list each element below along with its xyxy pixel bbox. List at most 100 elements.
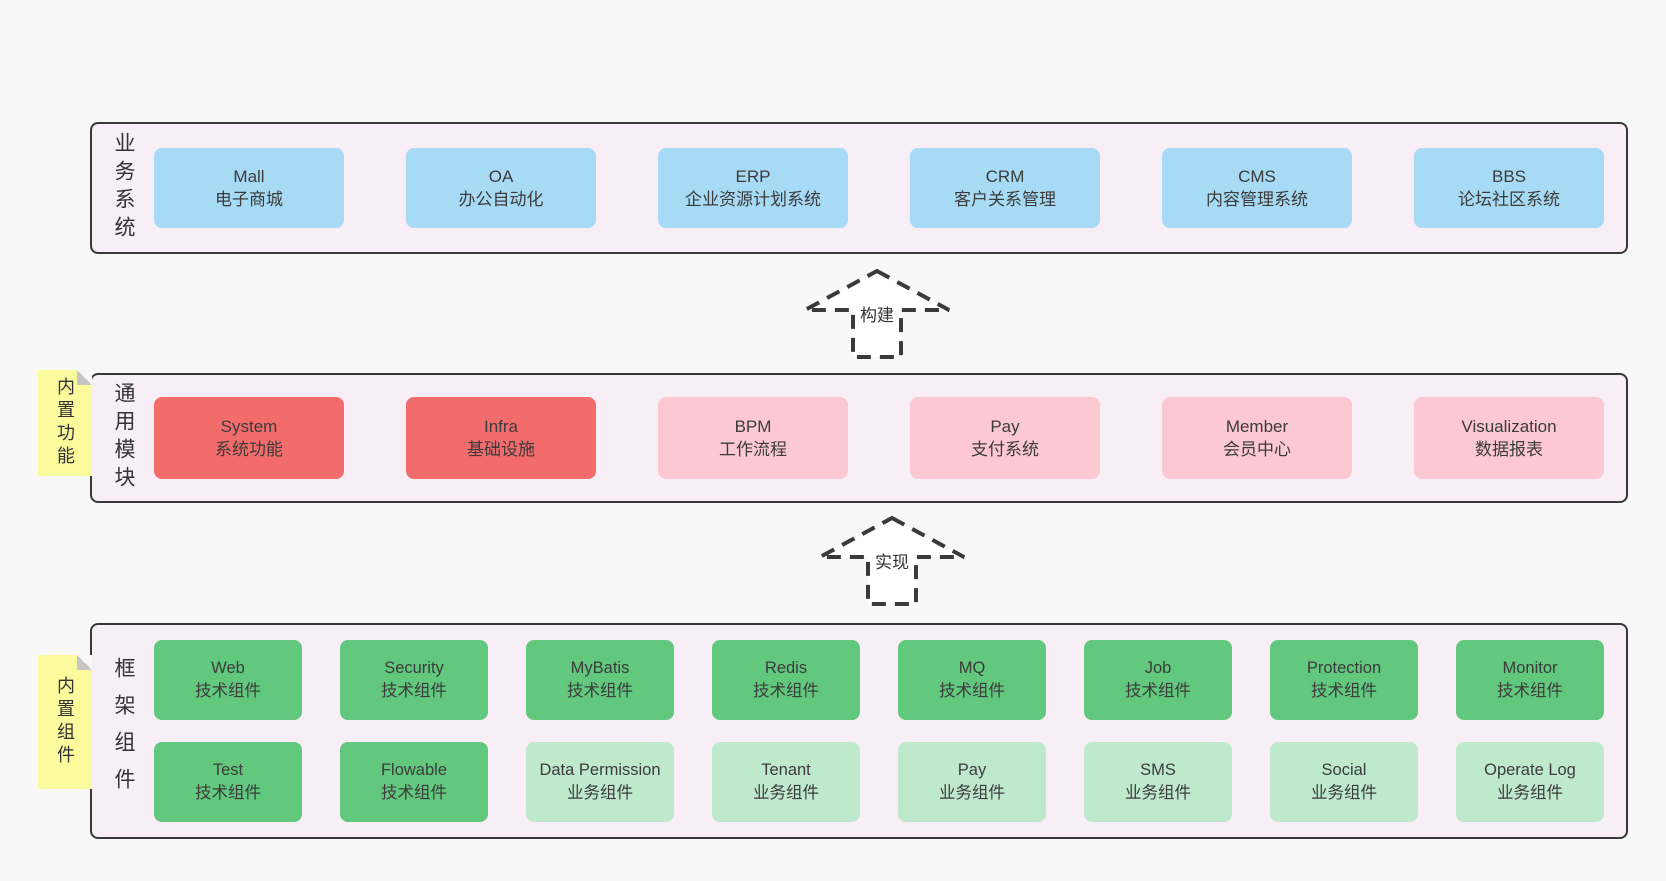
box-subtitle: 办公自动化 (458, 190, 544, 209)
box-title: CRM (985, 166, 1025, 186)
box-erp: ERP 企业资源计划系统 (658, 148, 848, 228)
box-cms: CMS 内容管理系统 (1162, 148, 1352, 228)
box-title: MyBatis (570, 659, 630, 678)
box-flowable: Flowable 技术组件 (340, 742, 488, 822)
build-arrow: 构建 (802, 268, 952, 360)
biz-components-row: Test 技术组件 Flowable 技术组件 Data Permission … (154, 742, 1604, 822)
box-title: Flowable (380, 761, 448, 780)
note-text: 内置功能 (55, 377, 75, 469)
box-title: ERP (735, 166, 771, 186)
box-title: OA (488, 166, 514, 186)
box-title: BPM (734, 416, 772, 436)
box-sms: SMS 业务组件 (1084, 742, 1232, 822)
box-subtitle: 支付系统 (971, 440, 1039, 459)
box-visualization: Visualization 数据报表 (1414, 397, 1604, 479)
box-infra: Infra 基础设施 (406, 397, 596, 479)
box-tenant: Tenant 业务组件 (712, 742, 860, 822)
box-pay: Pay 支付系统 (910, 397, 1100, 479)
box-subtitle: 技术组件 (1125, 682, 1191, 700)
box-subtitle: 技术组件 (567, 682, 633, 700)
box-member: Member 会员中心 (1162, 397, 1352, 479)
box-subtitle: 系统功能 (215, 440, 283, 459)
built-in-features-note: 内置功能 (38, 370, 92, 476)
box-subtitle: 内容管理系统 (1206, 190, 1308, 209)
box-subtitle: 技术组件 (195, 682, 261, 700)
box-bbs: BBS 论坛社区系统 (1414, 148, 1604, 228)
box-subtitle: 基础设施 (467, 440, 535, 459)
box-subtitle: 会员中心 (1223, 440, 1291, 459)
box-title: Tenant (761, 761, 811, 780)
box-title: Pay (990, 416, 1020, 436)
business-systems-panel: 业务系统 Mall 电子商城 OA 办公自动化 ERP 企业资源计划系统 CRM… (90, 122, 1628, 254)
common-modules-row: System 系统功能 Infra 基础设施 BPM 工作流程 Pay 支付系统… (154, 397, 1604, 479)
build-arrow-label: 构建 (858, 301, 896, 326)
box-subtitle: 技术组件 (753, 682, 819, 700)
box-title: Data Permission (539, 761, 661, 780)
common-modules-label: 通用模块 (112, 382, 135, 494)
box-redis: Redis 技术组件 (712, 640, 860, 720)
box-subtitle: 论坛社区系统 (1458, 190, 1560, 209)
box-title: MQ (958, 659, 986, 678)
built-in-components-note: 内置组件 (38, 655, 92, 789)
box-job: Job 技术组件 (1084, 640, 1232, 720)
box-subtitle: 企业资源计划系统 (685, 190, 821, 209)
box-operate-log: Operate Log 业务组件 (1456, 742, 1604, 822)
box-subtitle: 工作流程 (719, 440, 787, 459)
box-subtitle: 业务组件 (567, 784, 633, 802)
box-title: Pay (957, 761, 987, 780)
box-subtitle: 业务组件 (1125, 784, 1191, 802)
box-crm: CRM 客户关系管理 (910, 148, 1100, 228)
box-subtitle: 数据报表 (1475, 440, 1543, 459)
box-subtitle: 业务组件 (1497, 784, 1563, 802)
box-title: System (220, 416, 278, 436)
box-title: Web (211, 659, 245, 678)
box-mall: Mall 电子商城 (154, 148, 344, 228)
common-modules-panel: 通用模块 System 系统功能 Infra 基础设施 BPM 工作流程 Pay… (90, 373, 1628, 503)
box-title: Infra (483, 416, 519, 436)
box-subtitle: 技术组件 (195, 784, 261, 802)
implement-arrow: 实现 (817, 515, 967, 607)
box-title: Protection (1306, 659, 1382, 678)
box-system: System 系统功能 (154, 397, 344, 479)
box-title: Test (212, 761, 244, 780)
box-subtitle: 客户关系管理 (954, 190, 1056, 209)
box-data-permission: Data Permission 业务组件 (526, 742, 674, 822)
box-title: Redis (764, 659, 808, 678)
box-subtitle: 业务组件 (939, 784, 1005, 802)
box-subtitle: 电子商城 (215, 190, 283, 209)
box-oa: OA 办公自动化 (406, 148, 596, 228)
tech-components-row: Web 技术组件 Security 技术组件 MyBatis 技术组件 Redi… (154, 640, 1604, 720)
box-pay-biz: Pay 业务组件 (898, 742, 1046, 822)
box-web: Web 技术组件 (154, 640, 302, 720)
box-title: Monitor (1502, 659, 1558, 678)
box-test: Test 技术组件 (154, 742, 302, 822)
box-bpm: BPM 工作流程 (658, 397, 848, 479)
implement-arrow-label: 实现 (873, 548, 911, 573)
box-social: Social 业务组件 (1270, 742, 1418, 822)
box-mq: MQ 技术组件 (898, 640, 1046, 720)
box-subtitle: 技术组件 (381, 784, 447, 802)
box-subtitle: 技术组件 (1311, 682, 1377, 700)
box-subtitle: 业务组件 (1311, 784, 1377, 802)
box-subtitle: 技术组件 (1497, 682, 1563, 700)
box-title: Member (1225, 416, 1289, 436)
box-monitor: Monitor 技术组件 (1456, 640, 1604, 720)
box-title: SMS (1140, 761, 1176, 780)
box-title: BBS (1491, 166, 1527, 186)
box-title: CMS (1238, 166, 1276, 186)
box-title: Operate Log (1484, 761, 1576, 780)
box-subtitle: 技术组件 (939, 682, 1005, 700)
box-title: Social (1321, 761, 1367, 780)
box-subtitle: 技术组件 (381, 682, 447, 700)
box-protection: Protection 技术组件 (1270, 640, 1418, 720)
box-title: Mall (233, 166, 265, 186)
box-mybatis: MyBatis 技术组件 (526, 640, 674, 720)
framework-components-label: 框架组件 (112, 657, 135, 805)
box-security: Security 技术组件 (340, 640, 488, 720)
note-text: 内置组件 (55, 676, 75, 768)
box-subtitle: 业务组件 (753, 784, 819, 802)
box-title: Job (1144, 659, 1172, 678)
framework-components-panel: 框架组件 Web 技术组件 Security 技术组件 MyBatis 技术组件… (90, 623, 1628, 839)
business-systems-label: 业务系统 (112, 132, 135, 244)
business-systems-row: Mall 电子商城 OA 办公自动化 ERP 企业资源计划系统 CRM 客户关系… (154, 148, 1604, 228)
